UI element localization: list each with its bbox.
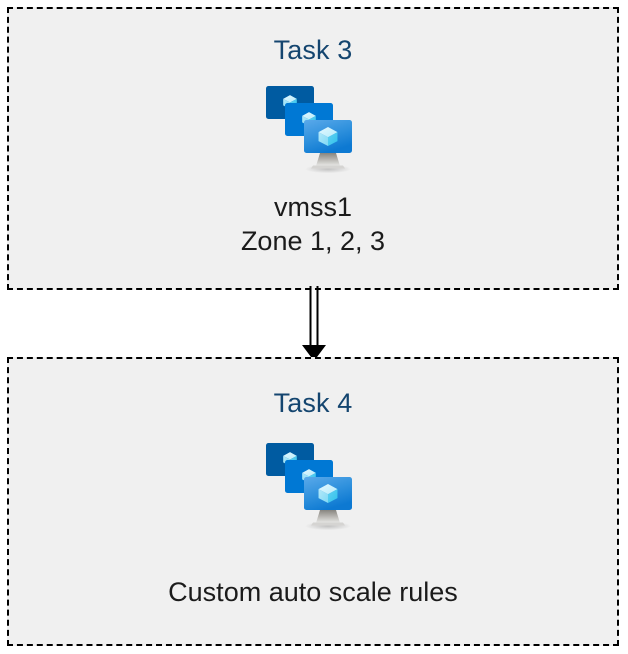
task-4-caption: Custom auto scale rules (168, 575, 458, 609)
task-box-task-3[interactable]: Task 3 (7, 7, 619, 290)
task-4-title: Task 4 (273, 388, 353, 418)
task-3-caption-line-2: Zone 1, 2, 3 (240, 226, 386, 256)
task-4-caption-line-1: Custom auto scale rules (168, 577, 458, 607)
azure-vm-scale-set-icon (261, 439, 365, 531)
azure-vm-scale-set-icon (261, 82, 365, 174)
task-3-caption-line-1: vmss1 (273, 192, 352, 222)
task-3-caption: vmss1 Zone 1, 2, 3 (241, 190, 385, 258)
task-box-task-4[interactable]: Task 4 (7, 357, 619, 646)
connector-arrow-task3-to-task4 (296, 286, 332, 362)
task-3-title: Task 3 (273, 35, 353, 65)
